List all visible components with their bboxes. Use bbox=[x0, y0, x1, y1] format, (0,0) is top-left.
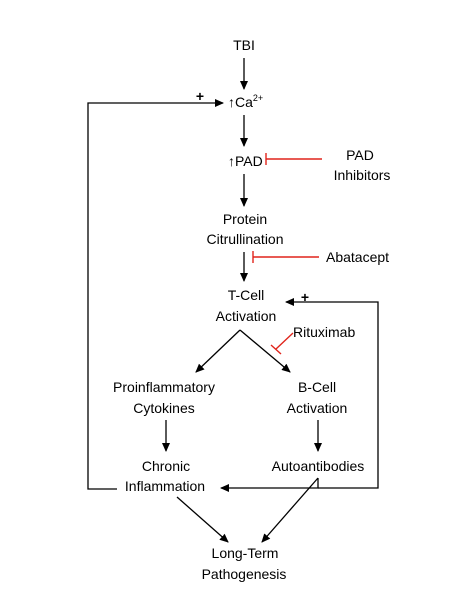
feedback-loop-autoantibodies-to-tcell bbox=[285, 298, 379, 489]
node-autoantibodies: Autoantibodies bbox=[272, 458, 365, 474]
node-ca: ↑Ca2+ bbox=[228, 93, 263, 110]
node-bcell-line2: Activation bbox=[287, 400, 348, 416]
node-protein-line1: Protein bbox=[223, 211, 267, 227]
up-arrow-icon: ↑ bbox=[228, 94, 235, 110]
node-longterm-line2: Pathogenesis bbox=[202, 566, 287, 582]
node-pad: ↑PAD bbox=[228, 153, 263, 169]
feedback-plus-ca: + bbox=[196, 88, 204, 104]
node-pad-inhibitors-line2: Inhibitors bbox=[334, 167, 391, 183]
node-tbi: TBI bbox=[233, 37, 255, 53]
node-longterm-line1: Long-Term bbox=[212, 545, 279, 561]
node-rituximab: Rituximab bbox=[293, 324, 355, 340]
node-tcell-line1: T-Cell bbox=[228, 287, 265, 303]
inhibition-abatacept bbox=[252, 251, 319, 263]
arrow-tcell-to-bcell bbox=[239, 329, 291, 373]
node-chronic-line2: Inflammation bbox=[125, 478, 205, 494]
node-pad-inhibitors-line1: PAD bbox=[346, 147, 374, 163]
node-abatacept: Abatacept bbox=[326, 249, 389, 265]
node-bcell-line1: B-Cell bbox=[298, 379, 336, 395]
arrow-autoantibodies-to-longterm bbox=[261, 477, 319, 543]
inhibition-pad-inhibitors bbox=[265, 153, 322, 165]
node-proinflammatory-line2: Cytokines bbox=[133, 400, 194, 416]
node-protein-line2: Citrullination bbox=[206, 231, 283, 247]
feedback-loop-chronic-to-ca bbox=[87, 99, 224, 490]
node-chronic-line1: Chronic bbox=[142, 458, 190, 474]
feedback-plus-tcell: + bbox=[301, 289, 309, 305]
node-proinflammatory-line1: Proinflammatory bbox=[113, 379, 215, 395]
node-tcell-line2: Activation bbox=[216, 308, 277, 324]
arrow-tcell-to-proinflammatory bbox=[195, 329, 241, 373]
arrow-autoantibodies-to-chronic bbox=[220, 478, 319, 492]
up-arrow-icon: ↑ bbox=[228, 153, 235, 169]
arrow-chronic-to-longterm bbox=[176, 496, 229, 543]
inhibition-rituximab bbox=[270, 332, 294, 355]
